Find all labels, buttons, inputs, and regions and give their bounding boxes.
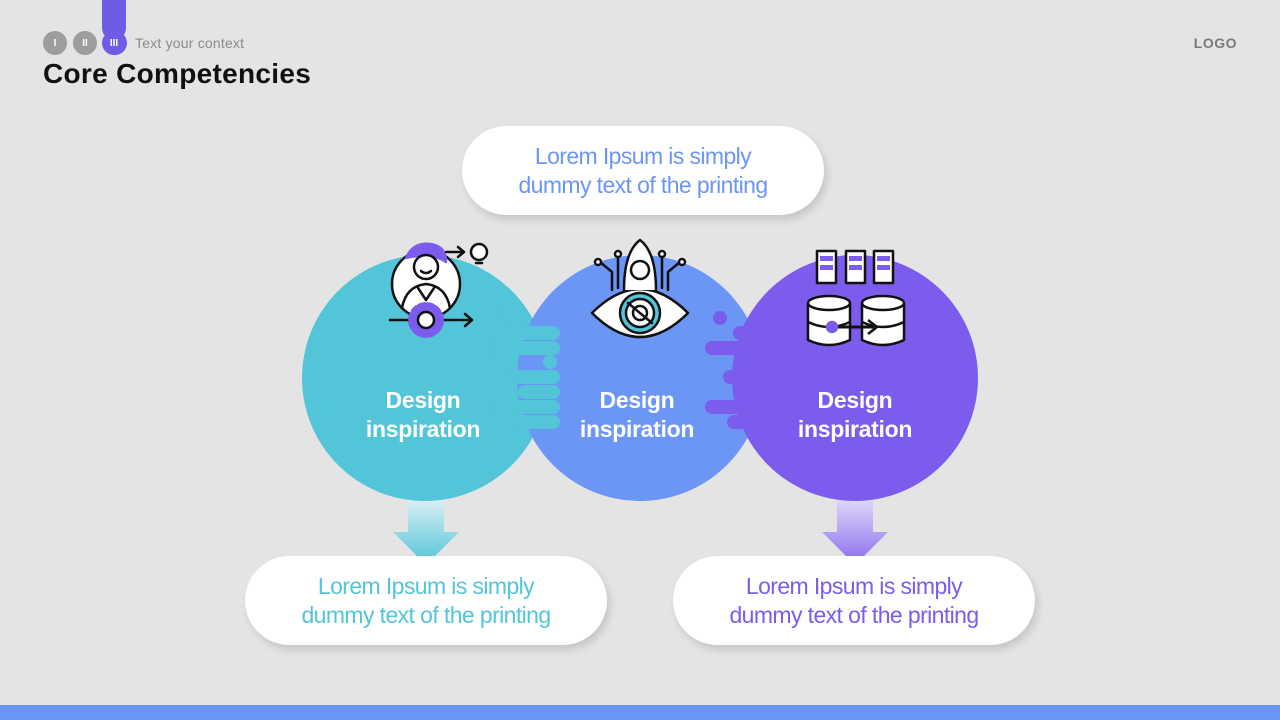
callout-left-line1: Lorem Ipsum is simply [317,572,535,599]
page-title: Core Competencies [43,58,312,89]
logo: LOGO [1193,35,1237,51]
connector-blue-purple [705,311,775,429]
callout-right-line1: Lorem Ipsum is simply [745,572,963,599]
bottom-accent-bar [0,705,1280,720]
callout-left: Lorem Ipsum is simply dummy text of the … [245,556,607,645]
circle-label-2: Design inspiration [547,386,727,444]
circle-label-3-line2: inspiration [797,416,913,442]
circle-label-3: Design inspiration [765,386,945,444]
circle-label-1: Design inspiration [333,386,513,444]
circle-label-1-line1: Design [385,387,461,413]
down-arrow-left [393,500,459,565]
callout-top-line2: dummy text of the printing [518,171,768,198]
nav-step-1[interactable]: I [43,31,67,55]
down-arrow-right [822,500,888,565]
circle-label-2-line2: inspiration [579,416,695,442]
eye-hacker-icon [590,238,690,339]
person-gear-idea-icon [388,242,489,338]
circle-label-3-line1: Design [817,387,893,413]
callout-top-line1: Lorem Ipsum is simply [534,142,752,169]
nav-step-2[interactable]: II [73,31,97,55]
database-servers-icon [806,249,906,347]
circle-blue [517,255,763,501]
circle-teal [302,255,548,501]
nav-context-text: Text your context [135,35,245,51]
nav-step-3-marker: III [102,31,126,55]
circle-label-2-line1: Design [599,387,675,413]
callout-left-line2: dummy text of the printing [301,601,551,628]
callout-right: Lorem Ipsum is simply dummy text of the … [673,556,1035,645]
connector-teal-blue [490,311,560,429]
callout-top: Lorem Ipsum is simply dummy text of the … [462,126,824,215]
circle-purple [732,255,978,501]
circle-label-1-line2: inspiration [365,416,481,442]
callout-right-line2: dummy text of the printing [729,601,979,628]
